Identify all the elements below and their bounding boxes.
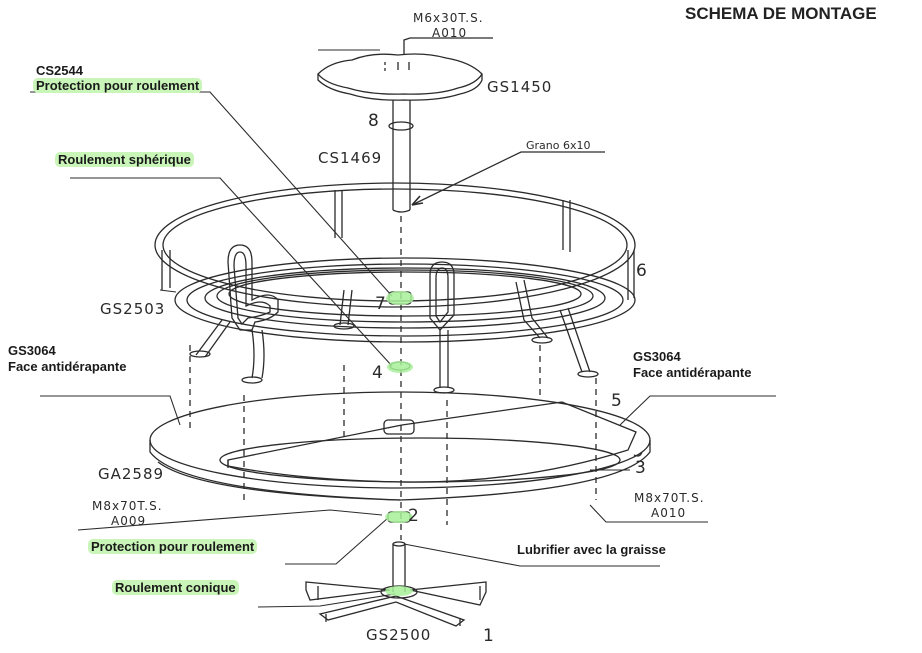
number-4: 4 [372, 363, 383, 383]
callout-gs3064-left-code: GS3064 [8, 343, 56, 358]
number-7: 7 [375, 294, 386, 314]
callout-gs3064-right-text: Face antidérapante [633, 365, 752, 380]
number-5: 5 [611, 391, 622, 411]
callout-cs2544-text: Protection pour roulement [33, 78, 203, 93]
screw-left-line1: M8x70T.S. [92, 499, 163, 513]
part-grano: Grano 6x10 [526, 139, 591, 152]
seat-frame-gs2503 [154, 182, 636, 394]
callout-gs3064-left-text: Face antidérapante [8, 359, 127, 374]
central-tube-cs1469 [388, 100, 414, 213]
callout-protection-bottom: Protection pour roulement [88, 539, 258, 554]
screw-right-line1: M8x70T.S. [634, 491, 705, 505]
top-cap-gs1450 [317, 53, 483, 101]
number-6: 6 [636, 261, 647, 281]
callout-gs3064-right-code: GS3064 [633, 349, 681, 364]
number-2: 2 [408, 506, 419, 526]
fastening-lines [189, 345, 597, 525]
base-gs2500 [305, 541, 487, 627]
part-gs2500: GS2500 [366, 626, 432, 644]
screw-top-line2: A010 [432, 26, 468, 40]
grano-leader [411, 151, 605, 206]
callout-roulement-spherique: Roulement sphérique [55, 152, 194, 167]
screw-left-line2: A009 [111, 514, 147, 528]
page-title: SCHEMA DE MONTAGE [685, 4, 877, 23]
top-screw [384, 37, 493, 72]
callout-lubrifier: Lubrifier avec la graisse [517, 542, 666, 557]
leader-lines [30, 49, 776, 608]
number-1: 1 [483, 626, 494, 646]
number-8: 8 [368, 111, 379, 131]
bearing-highlights [385, 291, 414, 596]
screw-right-line2: A010 [651, 506, 687, 520]
part-cs1469: CS1469 [318, 149, 383, 167]
callout-cs2544-code: CS2544 [36, 63, 83, 78]
part-ga2589: GA2589 [98, 465, 165, 483]
part-gs2503: GS2503 [100, 300, 166, 318]
platform-ga2589 [149, 391, 651, 501]
part-gs1450: GS1450 [487, 78, 553, 96]
screw-top-line1: M6x30T.S. [413, 11, 484, 25]
number-3: 3 [635, 458, 646, 478]
callout-roulement-conique: Roulement conique [112, 580, 239, 595]
